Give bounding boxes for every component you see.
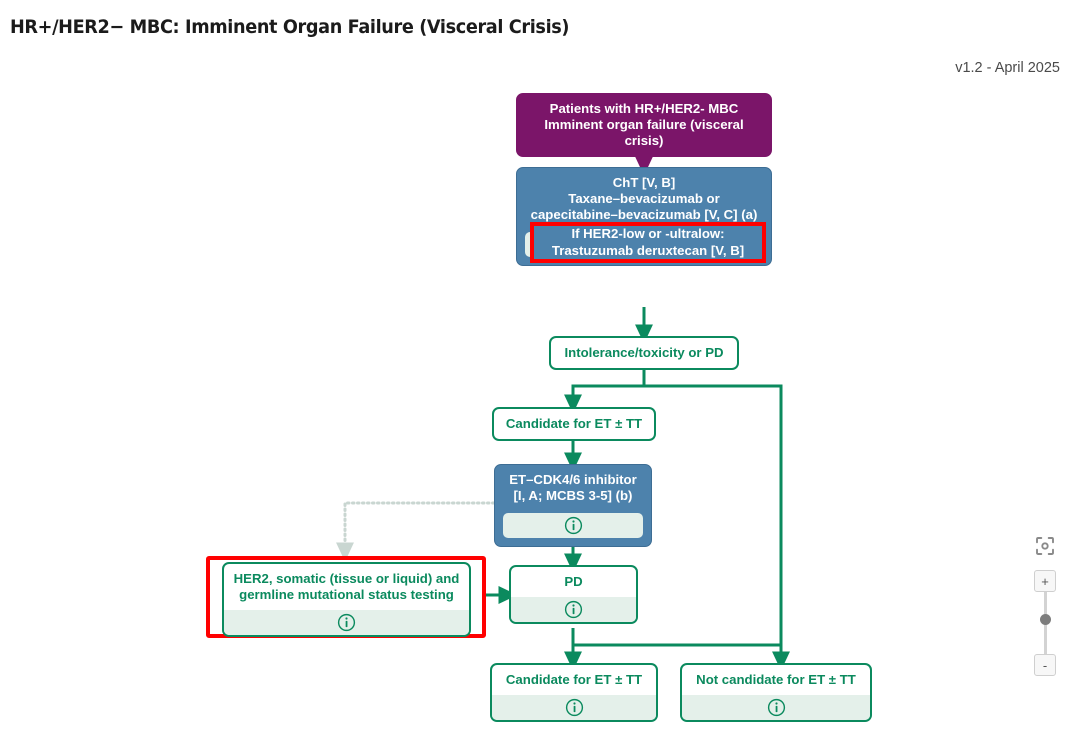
node-label: Candidate for ET ± TT (505, 416, 643, 431)
fit-to-screen-icon[interactable] (1035, 536, 1055, 556)
info-icon (564, 517, 582, 535)
connector-etcdk-to-her2-testing-dotted (336, 501, 496, 562)
node-label: Not candidate for ET ± TT (696, 672, 856, 687)
info-button-not-candidate[interactable] (682, 695, 870, 721)
info-icon (767, 698, 785, 717)
node-not-candidate-for-et-tt[interactable]: Not candidate for ET ± TT (680, 663, 872, 723)
node-body: Intolerance/toxicity or PD (549, 336, 739, 371)
connector-intolerance-bus (564, 370, 646, 414)
zoom-in-button[interactable]: + (1034, 570, 1056, 592)
zoom-slider[interactable] (1039, 592, 1051, 654)
info-button-her2-testing[interactable] (224, 610, 469, 636)
zoom-controls: + - (1031, 536, 1059, 676)
node-label: Patients with HR+/HER2- MBC Imminent org… (544, 101, 744, 149)
callout-label: If HER2-low or -ultralow: Trastuzumab de… (551, 226, 745, 258)
connector-intolerance-to-right-rail (644, 384, 783, 661)
node-intolerance-toxicity-or-pd[interactable]: Intolerance/toxicity or PD (549, 336, 739, 371)
zoom-out-button[interactable]: - (1034, 654, 1056, 676)
node-body: HER2, somatic (tissue or liquid) and ger… (222, 562, 471, 638)
node-label: ChT [V, B] Taxane–bevacizumab or capecit… (530, 175, 758, 223)
node-label: Intolerance/toxicity or PD (564, 345, 724, 360)
node-candidate-for-et-tt-upper[interactable]: Candidate for ET ± TT (492, 407, 656, 442)
callout-her2-low-trastuzumab-deruxtecan[interactable]: If HER2-low or -ultralow: Trastuzumab de… (530, 222, 766, 263)
version-label: v1.2 - April 2025 (955, 60, 1060, 76)
info-icon (565, 698, 583, 717)
node-body: ET–CDK4/6 inhibitor [I, A; MCBS 3-5] (b) (494, 464, 652, 548)
node-progressive-disease[interactable]: PD (509, 565, 638, 625)
node-label: ET–CDK4/6 inhibitor [I, A; MCBS 3-5] (b) (509, 472, 637, 504)
info-button-pd[interactable] (511, 597, 636, 623)
node-body: Candidate for ET ± TT (490, 663, 658, 723)
node-label: PD (564, 574, 583, 589)
page-title: HR+/HER2− MBC: Imminent Organ Failure (V… (10, 16, 570, 38)
node-body: Patients with HR+/HER2- MBC Imminent org… (516, 93, 772, 158)
node-body: Candidate for ET ± TT (492, 407, 656, 442)
info-button-candidate-lower[interactable] (492, 695, 656, 721)
node-body: PD (509, 565, 638, 625)
node-label: HER2, somatic (tissue or liquid) and ger… (233, 571, 460, 603)
node-patients-population[interactable]: Patients with HR+/HER2- MBC Imminent org… (516, 93, 772, 158)
node-et-cdk46-inhibitor[interactable]: ET–CDK4/6 inhibitor [I, A; MCBS 3-5] (b) (494, 464, 652, 548)
info-icon (337, 614, 356, 632)
info-button-et-cdk46[interactable] (503, 513, 643, 539)
zoom-slider-handle[interactable] (1039, 614, 1051, 625)
node-her2-somatic-germline-testing[interactable]: HER2, somatic (tissue or liquid) and ger… (222, 562, 471, 638)
node-body: Not candidate for ET ± TT (680, 663, 872, 723)
node-label: Candidate for ET ± TT (505, 672, 643, 687)
node-candidate-for-et-tt-lower[interactable]: Candidate for ET ± TT (490, 663, 658, 723)
info-icon (564, 600, 583, 619)
